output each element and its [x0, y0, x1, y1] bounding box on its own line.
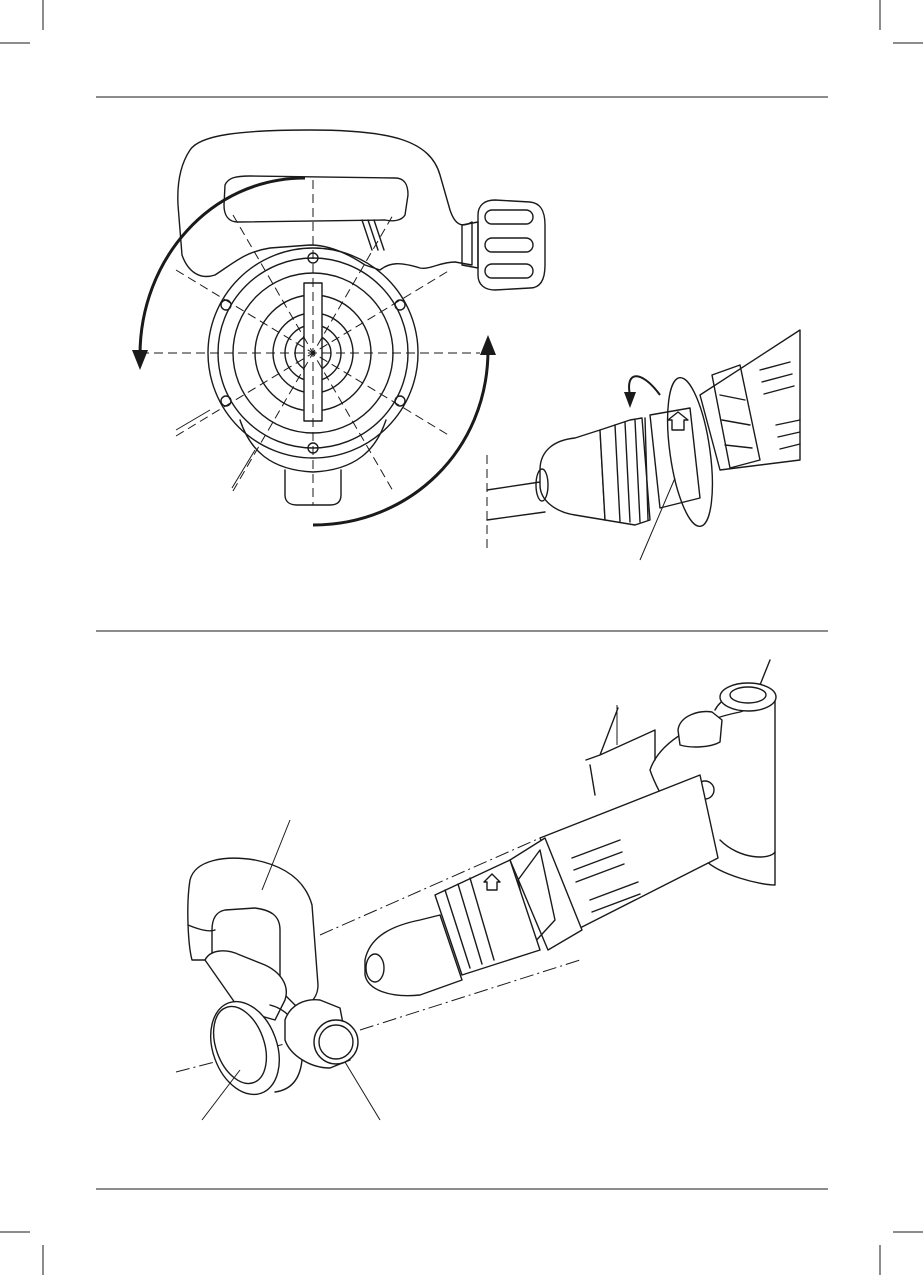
- side-handle-assembly-diagram: [176, 660, 776, 1120]
- rotation-arrow-chuck-icon: [624, 376, 660, 408]
- handle-knob-icon: [285, 1000, 358, 1068]
- side-handle-rotation-diagram: [132, 130, 545, 525]
- knob-icon: [462, 200, 545, 290]
- chuck-rotation-diagram: [487, 330, 800, 560]
